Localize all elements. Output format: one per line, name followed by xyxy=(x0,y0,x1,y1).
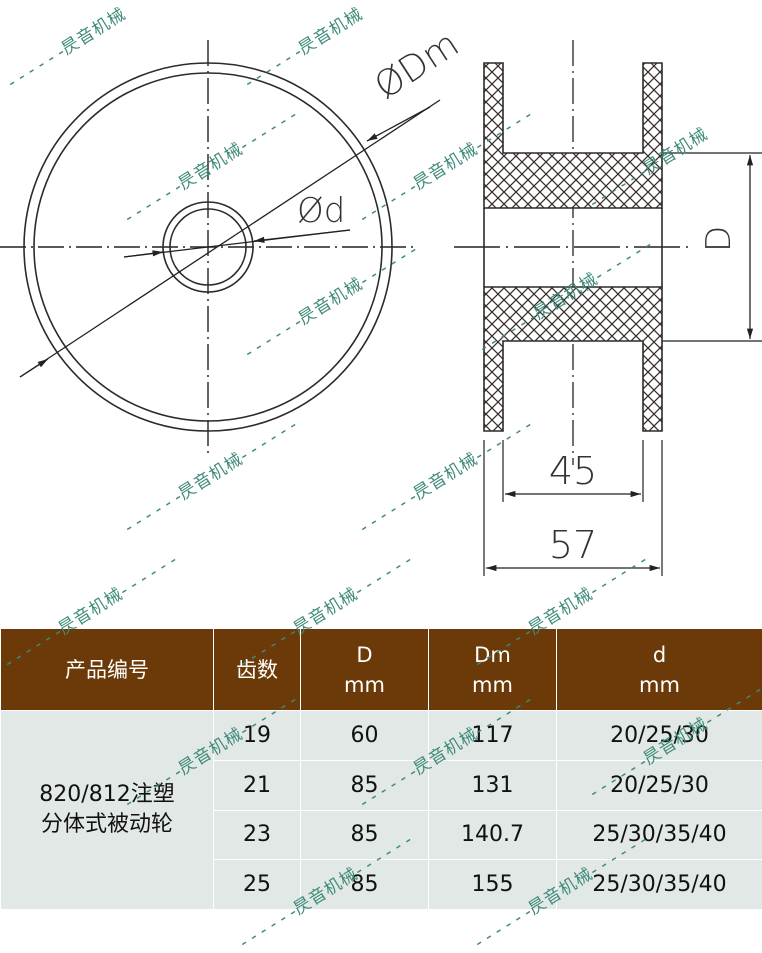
D-cell: 60 xyxy=(301,711,429,761)
col-header-teeth: 齿数 xyxy=(214,629,301,711)
dm-label: ØDm xyxy=(368,24,467,108)
d-cell: 25/30/35/40 xyxy=(557,860,762,910)
technical-drawing: ØDm Ød D xyxy=(0,0,762,628)
front-view: ØDm Ød xyxy=(0,24,466,453)
table-row: 820/812注塑 分体式被动轮 19 60 117 20/25/30 xyxy=(1,711,762,761)
width-45-label: 45 xyxy=(549,449,597,493)
side-section-view: D 45 57 xyxy=(454,40,762,576)
Dm-cell: 117 xyxy=(429,711,557,761)
d-cell: 20/25/30 xyxy=(557,711,762,761)
teeth-cell: 23 xyxy=(214,810,301,860)
D-cell: 85 xyxy=(301,860,429,910)
D-cell: 85 xyxy=(301,810,429,860)
width-57-label: 57 xyxy=(549,523,597,567)
teeth-cell: 21 xyxy=(214,760,301,810)
d-cell: 20/25/30 xyxy=(557,760,762,810)
teeth-cell: 25 xyxy=(214,860,301,910)
D-cell: 85 xyxy=(301,760,429,810)
teeth-cell: 19 xyxy=(214,711,301,761)
d-cell: 25/30/35/40 xyxy=(557,810,762,860)
d-label: Ød xyxy=(297,191,345,231)
Dm-cell: 155 xyxy=(429,860,557,910)
Dm-cell: 131 xyxy=(429,760,557,810)
product-name-cell: 820/812注塑 分体式被动轮 xyxy=(1,711,214,910)
col-header-product: 产品编号 xyxy=(1,629,214,711)
D-label: D xyxy=(699,226,739,252)
Dm-cell: 140.7 xyxy=(429,810,557,860)
